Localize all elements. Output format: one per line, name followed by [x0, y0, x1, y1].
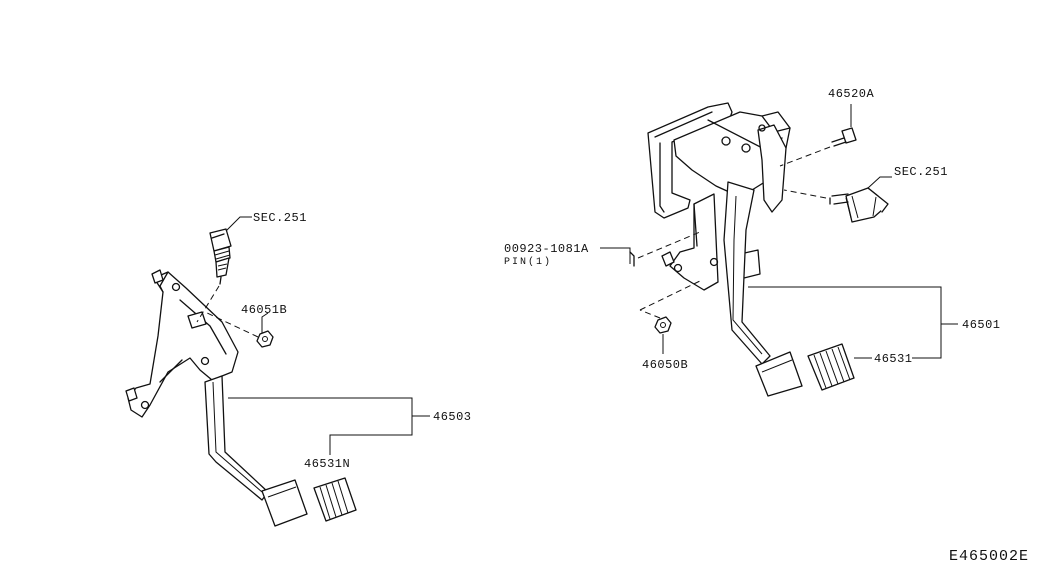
- right-stop-switch-icon: [829, 187, 889, 223]
- label-00923-1081a: 00923-1081A: [504, 242, 589, 256]
- diagram-id: E465002E: [949, 548, 1029, 565]
- label-46503: 46503: [433, 410, 472, 424]
- left-pedal-assembly: [125, 216, 430, 527]
- left-pedal-arm-icon: [204, 375, 308, 527]
- left-stop-switch-icon: [209, 228, 232, 285]
- left-nut-icon: [256, 330, 274, 348]
- label-46531: 46531: [874, 352, 913, 366]
- right-pedal-bracket-icon: [647, 102, 791, 291]
- left-pedal-bracket-icon: [125, 269, 239, 418]
- right-pedal-assembly: [600, 102, 958, 397]
- right-bolt-icon: [831, 127, 857, 147]
- right-pedal-arm-icon: [723, 181, 803, 397]
- label-46520a: 46520A: [828, 87, 875, 101]
- label-sec251-right: SEC.251: [894, 165, 948, 179]
- right-nut-icon: [654, 316, 672, 334]
- label-sec251-left: SEC.251: [253, 211, 307, 225]
- label-46051b: 46051B: [241, 303, 287, 317]
- label-pin-note: PIN(1): [504, 256, 552, 268]
- label-46050b: 46050B: [642, 358, 688, 372]
- label-46531n: 46531N: [304, 457, 350, 471]
- label-46501: 46501: [962, 318, 1001, 332]
- right-pedal-pad-icon: [807, 343, 855, 391]
- left-pedal-pad-icon: [313, 477, 357, 522]
